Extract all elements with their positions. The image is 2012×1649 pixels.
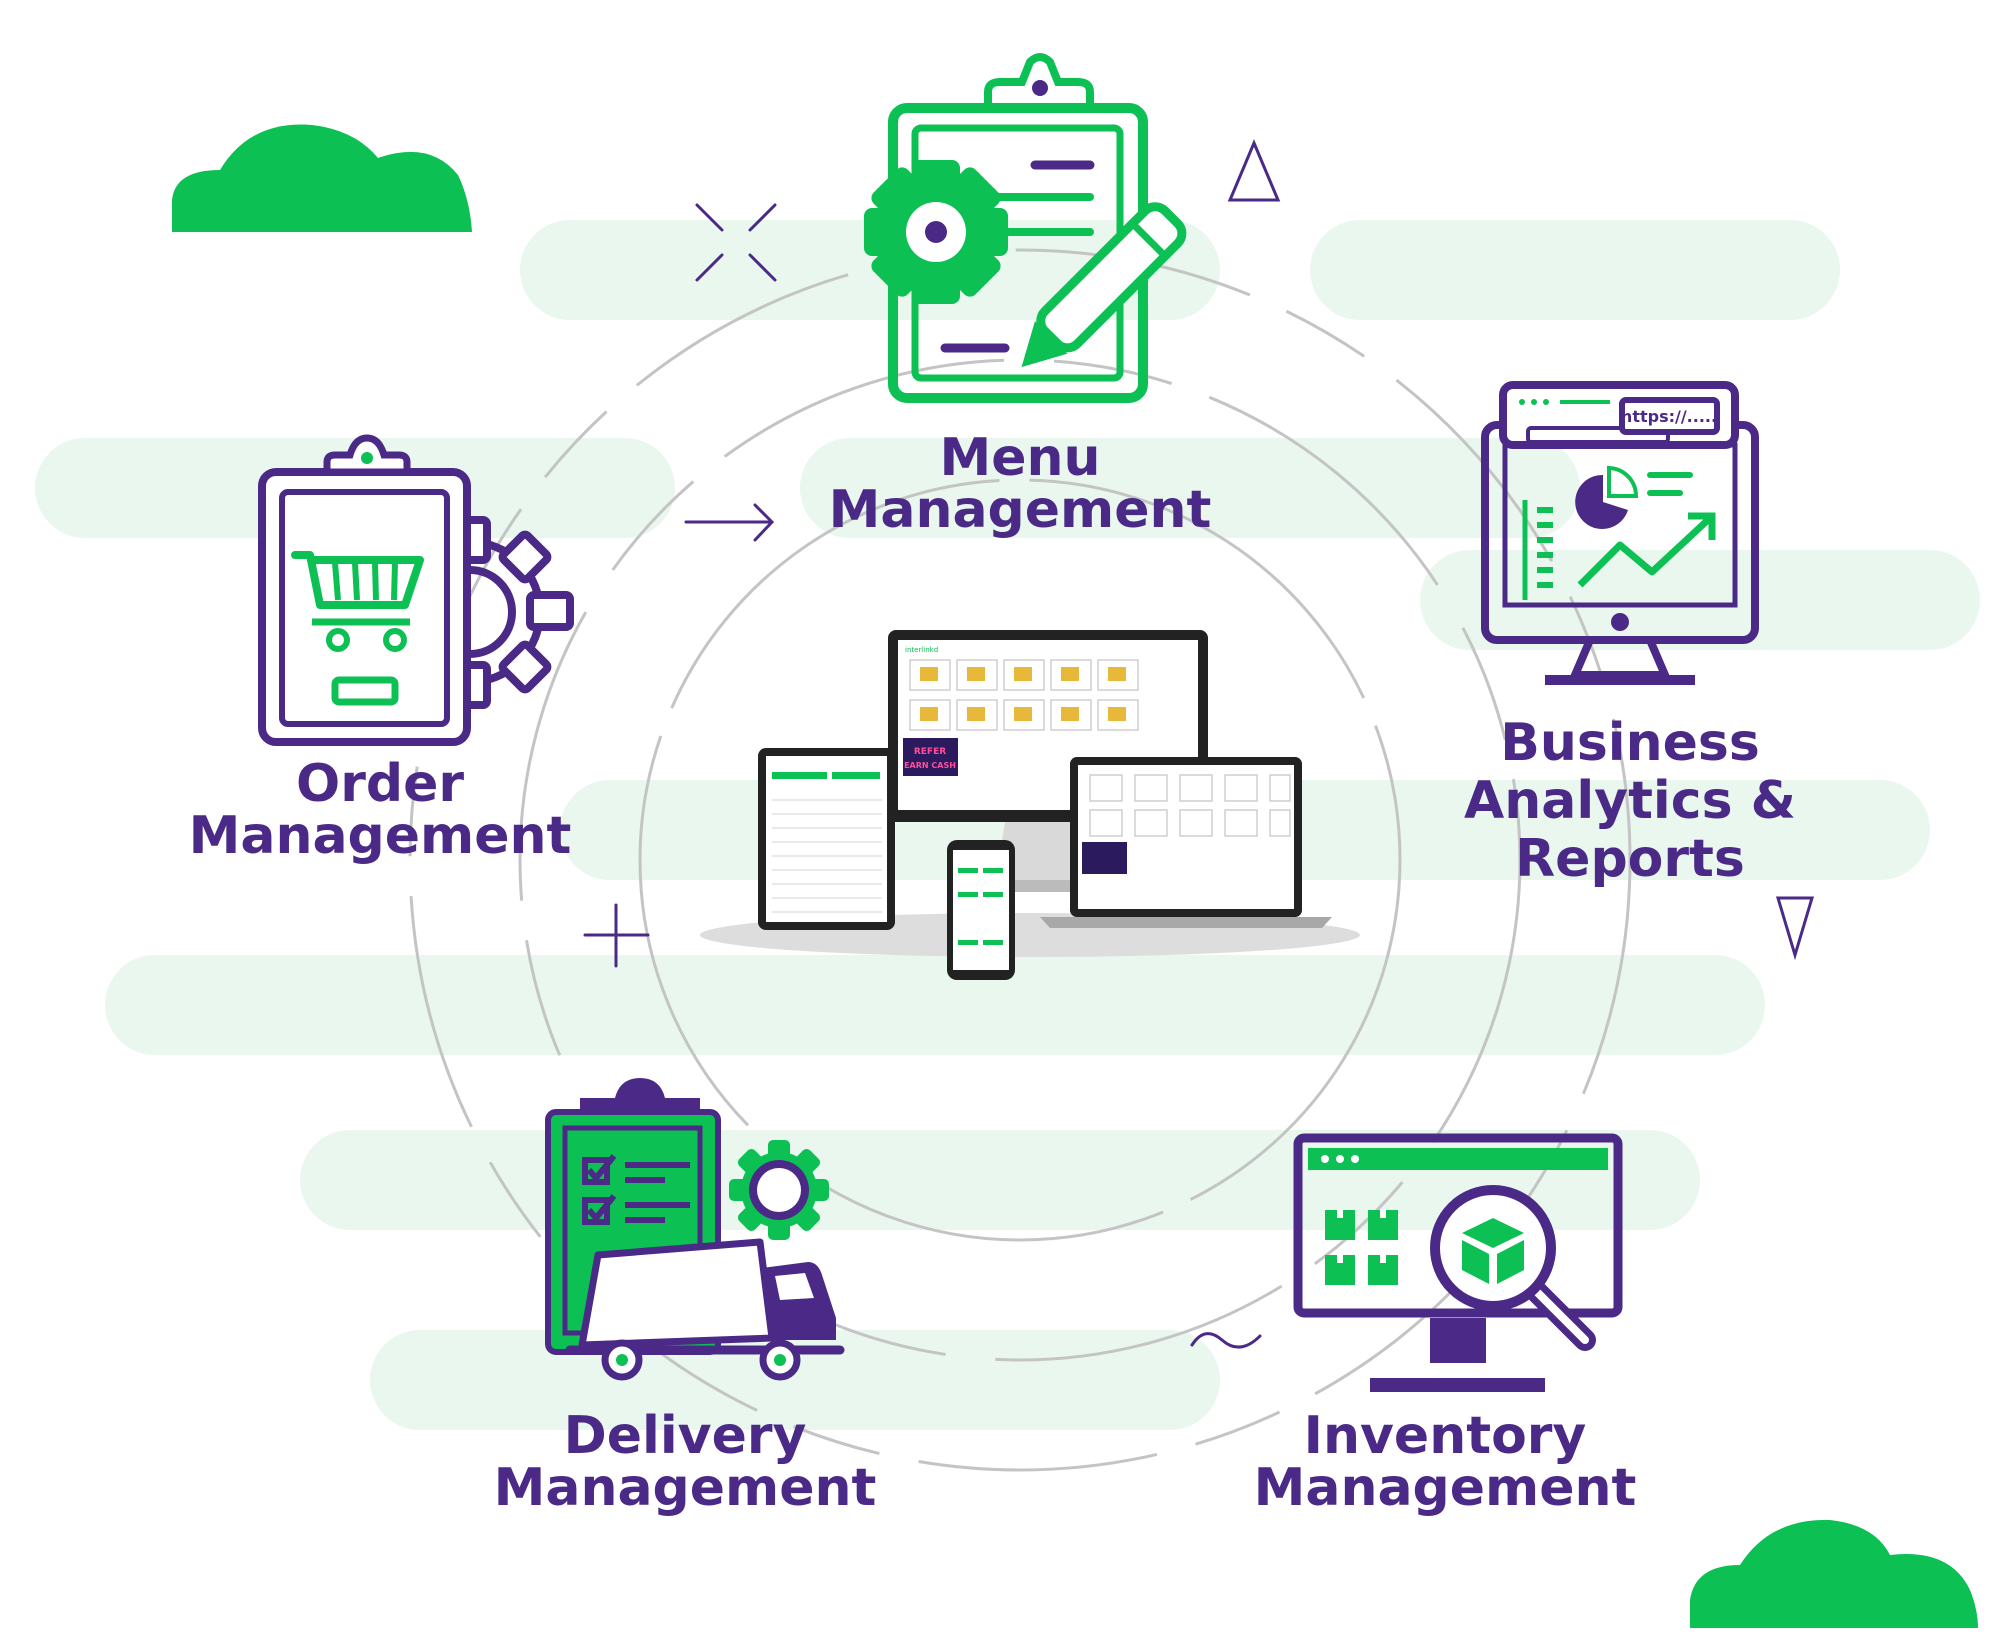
orbit-rings xyxy=(408,248,1632,1472)
cloud-shape-bottom-right xyxy=(1690,1519,1978,1628)
responsive-devices-icon: interlinkd REFER EARN CASH xyxy=(700,630,1360,980)
inventory-label-line1: Inventory xyxy=(1303,1406,1587,1466)
promo-banner-line2: EARN CASH xyxy=(904,761,956,770)
delivery-label-line2: Management xyxy=(493,1458,877,1518)
menu-management-label: Menu Management xyxy=(820,432,1220,536)
promo-banner-line1: REFER xyxy=(914,747,946,757)
analytics-label-line3: Reports xyxy=(1515,829,1745,889)
inventory-label-line2: Management xyxy=(1253,1458,1637,1518)
order-management-label: Order Management xyxy=(180,758,580,862)
menu-label-line1: Menu xyxy=(939,428,1101,488)
analytics-label-line2: Analytics & xyxy=(1464,771,1796,831)
checklist-truck-icon xyxy=(545,1078,845,1381)
business-analytics-label: Business Analytics & Reports xyxy=(1430,714,1830,888)
order-label-line2: Management xyxy=(188,806,572,866)
delivery-label-line1: Delivery xyxy=(563,1406,807,1466)
analytics-url-text: https://..... xyxy=(1621,407,1717,426)
menu-label-line2: Management xyxy=(828,480,1212,540)
delivery-management-label: Delivery Management xyxy=(485,1410,885,1514)
order-label-line1: Order xyxy=(296,754,464,814)
decorative-marks xyxy=(583,139,1815,1349)
analytics-label-line1: Business xyxy=(1500,713,1760,773)
inventory-management-label: Inventory Management xyxy=(1245,1410,1645,1514)
monitor-analytics-icon: https://..... xyxy=(1481,381,1759,685)
monitor-magnifier-boxes-icon xyxy=(1293,1133,1623,1392)
cloud-shape-top-left xyxy=(172,124,472,232)
svg-text:interlinkd: interlinkd xyxy=(905,646,938,654)
clipboard-gear-pencil-icon xyxy=(864,53,1187,403)
clipboard-cart-gear-icon xyxy=(258,434,574,746)
